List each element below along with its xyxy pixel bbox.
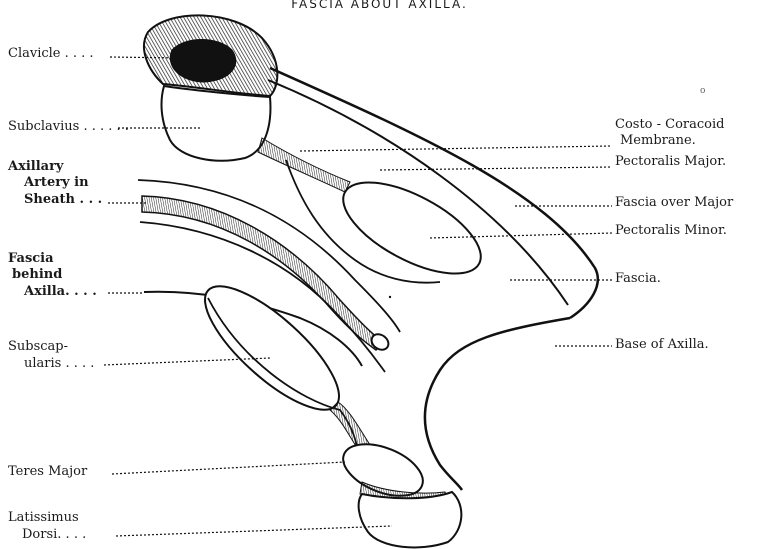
label-fascia-behind-line2: behind <box>12 268 62 282</box>
label-fascia-behind-line3: Axilla. . . . <box>24 285 97 299</box>
label-costo-coracoid-line2: Membrane. <box>620 134 696 148</box>
label-fascia-over-major: Fascia over Major <box>615 196 733 210</box>
label-pectoralis-minor: Pectoralis Minor. <box>615 224 727 238</box>
label-axillary-line1: Axillary <box>8 160 63 174</box>
label-fascia: Fascia. <box>615 272 661 286</box>
stray-mark-label: o <box>700 84 705 98</box>
label-clavicle: Clavicle . . . . <box>8 47 94 61</box>
label-subscap-line2: ularis . . . . <box>24 357 94 371</box>
subclavius-shape <box>162 86 271 161</box>
label-teres-major: Teres Major <box>8 465 87 479</box>
pectoralis-minor-shape <box>330 164 494 292</box>
label-subscap-line1: Subscap- <box>8 340 68 354</box>
base-of-axilla-line <box>425 318 570 490</box>
costo-coracoid-band <box>258 138 350 192</box>
label-axillary-line2: Artery in <box>24 176 89 190</box>
latissimus-dorsi-shape <box>359 492 462 547</box>
label-latissimus-line1: Latissimus <box>8 511 79 525</box>
label-pectoralis-major: Pectoralis Major. <box>615 155 726 169</box>
label-subclavius: Subclavius . . . . . . <box>8 120 129 134</box>
label-latissimus-line2: Dorsi. . . . <box>22 528 86 542</box>
clavicle-shape <box>144 15 277 96</box>
label-base-of-axilla: Base of Axilla. <box>615 338 709 352</box>
stray-mark <box>389 296 391 298</box>
label-fascia-behind-line1: Fascia <box>8 252 54 266</box>
label-costo-coracoid-line1: Costo - Coracoid <box>615 118 724 132</box>
label-axillary-line3: Sheath . . . <box>24 193 102 207</box>
